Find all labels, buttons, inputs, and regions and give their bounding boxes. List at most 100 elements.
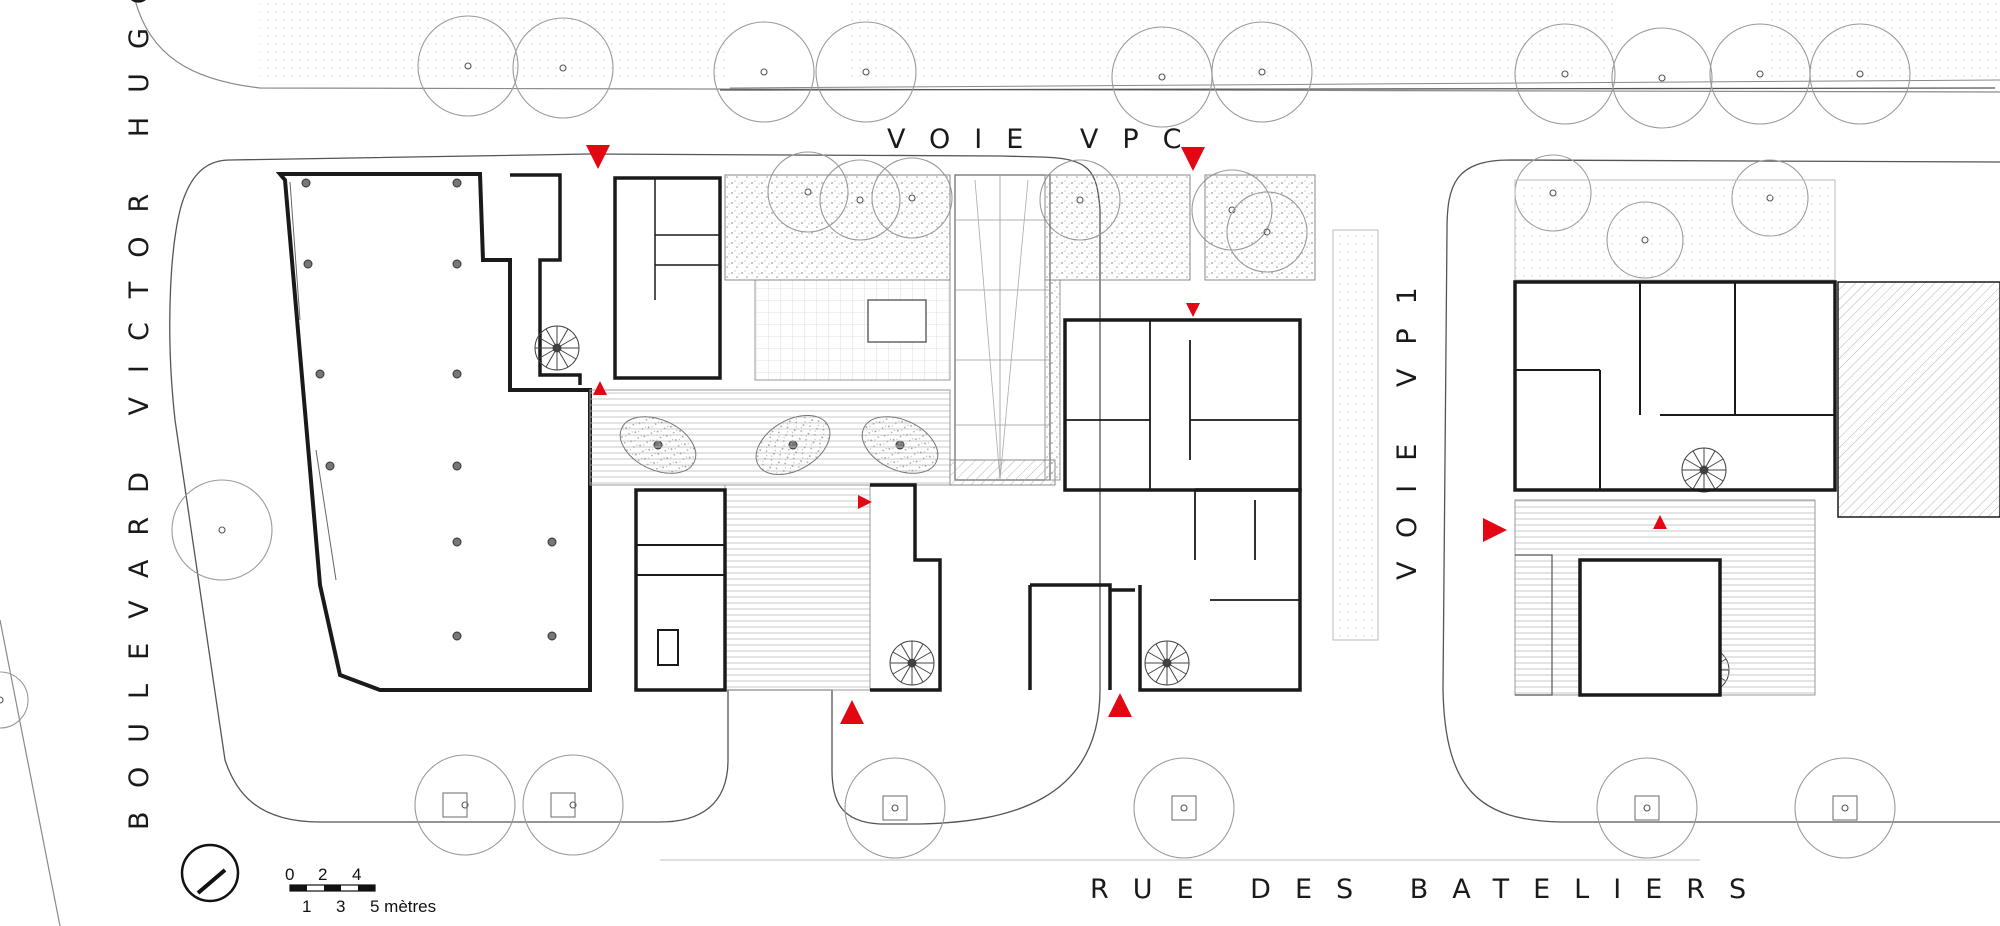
column bbox=[547, 537, 557, 547]
stair-step bbox=[911, 643, 924, 664]
stair-step bbox=[1684, 458, 1705, 471]
tree bbox=[1794, 757, 1896, 859]
entrance-triangle-icon bbox=[1181, 147, 1205, 171]
tree-trunk bbox=[1856, 70, 1864, 78]
tree-pit bbox=[1171, 795, 1197, 821]
stair-step bbox=[1703, 469, 1724, 482]
scale-tick-0: 0 bbox=[285, 865, 294, 884]
tree bbox=[1809, 23, 1911, 125]
stair-step bbox=[1147, 662, 1168, 675]
scale-tick-4: 4 bbox=[352, 865, 361, 884]
entrance-triangle-icon bbox=[593, 381, 607, 395]
tree bbox=[1211, 21, 1313, 123]
tree-trunk bbox=[559, 64, 567, 72]
stair-step bbox=[537, 336, 558, 349]
stair-step bbox=[556, 347, 569, 368]
stair-step bbox=[1166, 651, 1187, 664]
stair-step bbox=[1147, 651, 1168, 664]
stair-step bbox=[892, 651, 913, 664]
stair-step bbox=[1692, 469, 1705, 490]
scale-tick-3: 3 bbox=[336, 897, 345, 916]
tree-pit bbox=[1832, 795, 1858, 821]
scale-tick-2: 2 bbox=[318, 865, 327, 884]
entrance-triangle-icon bbox=[586, 145, 610, 169]
tree bbox=[1596, 757, 1698, 859]
street-name-north: VOIE VPC bbox=[887, 124, 1206, 155]
stair-step bbox=[556, 328, 569, 349]
tree bbox=[171, 479, 273, 581]
entrance-triangle-icon bbox=[1186, 303, 1200, 317]
column bbox=[303, 259, 313, 269]
stair-step bbox=[911, 662, 924, 683]
tree bbox=[815, 21, 917, 123]
street-name-west: BOULEVARD VICTOR HUGO bbox=[124, 0, 155, 830]
tree-trunk bbox=[1841, 804, 1849, 812]
stair-step bbox=[556, 347, 577, 360]
column bbox=[452, 369, 462, 379]
tree bbox=[713, 21, 815, 123]
tree bbox=[0, 671, 29, 729]
north-arrow-icon bbox=[180, 843, 240, 903]
tree bbox=[1611, 27, 1713, 129]
stair-step bbox=[1692, 450, 1705, 471]
stair-step bbox=[1166, 662, 1179, 683]
tree-trunk bbox=[760, 68, 768, 76]
stair-step bbox=[1166, 643, 1179, 664]
entrance-triangle-icon bbox=[858, 495, 872, 509]
tree-trunk bbox=[1158, 73, 1166, 81]
street-name-east: VOIE VP1 bbox=[1392, 263, 1423, 580]
tree bbox=[844, 757, 946, 859]
tree-trunk bbox=[891, 804, 899, 812]
housing-units-west bbox=[510, 173, 1302, 692]
entrance-triangle-icon bbox=[1483, 518, 1507, 542]
tree-trunk bbox=[1658, 74, 1666, 82]
stair-step bbox=[1166, 662, 1187, 675]
tree-trunk bbox=[461, 801, 469, 809]
stair-step bbox=[911, 651, 932, 664]
stair-step bbox=[1155, 643, 1168, 664]
tree-pit bbox=[550, 792, 576, 818]
entrance-triangle-icon bbox=[1108, 693, 1132, 717]
tree bbox=[1514, 23, 1616, 125]
tree-pit bbox=[882, 795, 908, 821]
tree-trunk bbox=[1756, 70, 1764, 78]
column bbox=[325, 461, 335, 471]
entrance-triangle-icon bbox=[1653, 515, 1667, 529]
scale-unit-label: 5 mètres bbox=[370, 897, 436, 916]
stair-step bbox=[1155, 662, 1168, 683]
stair-step bbox=[1703, 469, 1716, 490]
tree-trunk bbox=[569, 801, 577, 809]
column bbox=[452, 178, 462, 188]
tree-trunk bbox=[218, 526, 226, 534]
entrance-markers bbox=[586, 145, 1667, 724]
stair-step bbox=[1684, 469, 1705, 482]
stair-step bbox=[892, 662, 913, 675]
tree-trunk bbox=[1643, 804, 1651, 812]
tree-trunk bbox=[862, 68, 870, 76]
scale-tick-1: 1 bbox=[302, 897, 311, 916]
housing-units-east bbox=[1513, 179, 2000, 697]
central-courtyard bbox=[589, 174, 1379, 691]
stair-step bbox=[537, 347, 558, 360]
column bbox=[301, 178, 311, 188]
entrance-triangle-icon bbox=[840, 700, 864, 724]
tree-trunk bbox=[464, 62, 472, 70]
tree bbox=[417, 15, 519, 117]
stair-step bbox=[545, 347, 558, 368]
tree-trunk bbox=[1180, 804, 1188, 812]
stair-step bbox=[911, 662, 932, 675]
stair-step bbox=[1703, 450, 1716, 471]
stair-step bbox=[900, 662, 913, 683]
tree-pit bbox=[1634, 795, 1660, 821]
tree-trunk bbox=[0, 696, 4, 704]
scale-bar: 0 2 4 1 3 5 mètres bbox=[285, 865, 436, 916]
column bbox=[315, 369, 325, 379]
stair-step bbox=[545, 328, 558, 349]
tree bbox=[1133, 757, 1235, 859]
stair-step bbox=[900, 643, 913, 664]
stair-step bbox=[1703, 458, 1724, 471]
tree-pit bbox=[442, 792, 468, 818]
tree-trunk bbox=[1258, 68, 1266, 76]
